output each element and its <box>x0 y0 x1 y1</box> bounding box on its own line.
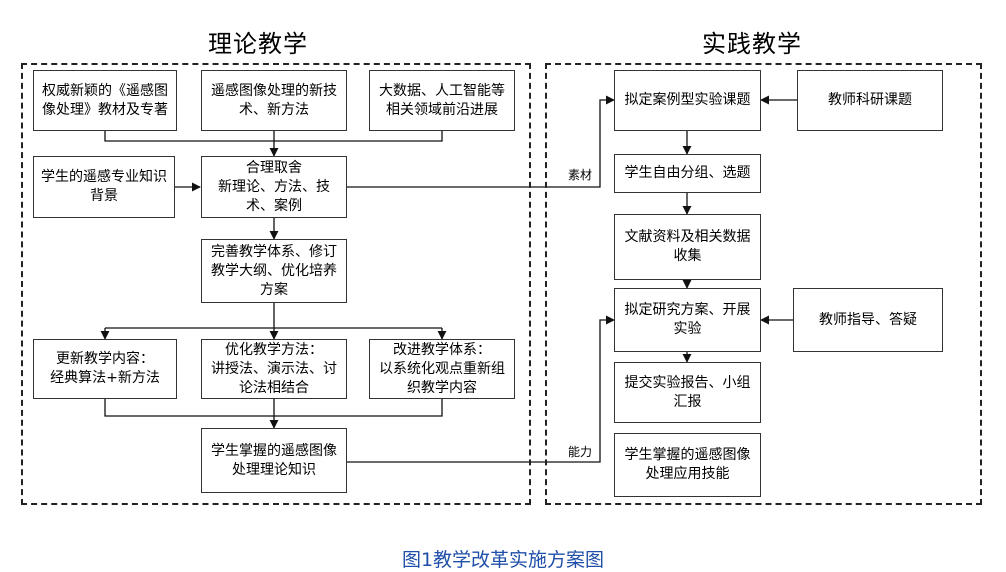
selection-line-2: 新理论、方法、技 <box>218 178 330 195</box>
merge-connector-bottom <box>104 399 443 428</box>
authoritative-textbooks-box: 权威新颖的《遥感图像处理》教材及专著 <box>33 70 177 131</box>
connector-material <box>347 95 615 188</box>
figure-caption: 图1教学改革实施方案图 <box>401 549 605 571</box>
improve-system-box: 完善教学体系、修订教学大纲、优化培养方案 <box>201 239 347 303</box>
update-content-line-1: 更新教学内容： <box>56 351 154 367</box>
optimize-methods-line-2: 讲授法、演示法、讨 <box>211 360 337 377</box>
connector-ability <box>347 315 615 463</box>
update-content-box: 更新教学内容： 经典算法+新方法 <box>33 339 177 399</box>
student-background-box: 学生的遥感专业知识背景 <box>33 156 175 218</box>
selection-box: 合理取舍 新理论、方法、技 术、案例 <box>201 156 347 218</box>
new-tech-methods-box: 遥感图像处理的新技术、新方法 <box>201 70 347 131</box>
theory-title: 理论教学 <box>208 30 308 58</box>
plan-experiment-box: 拟定研究方案、开展实验 <box>614 288 761 352</box>
material-label: 素材 <box>568 168 593 182</box>
optimize-methods-box: 优化教学方法： 讲授法、演示法、讨 论法相结合 <box>201 339 347 399</box>
improve-organization-line-2: 以系统化观点重新组 <box>379 360 505 377</box>
improve-organization-box: 改进教学体系： 以系统化观点重新组 织教学内容 <box>369 339 515 399</box>
frontier-progress-box: 大数据、人工智能等相关领域前沿进展 <box>369 70 515 131</box>
selection-line-3: 术、案例 <box>246 197 302 214</box>
improve-organization-line-1: 改进教学体系： <box>393 341 491 358</box>
teacher-guidance-box: 教师指导、答疑 <box>793 288 943 352</box>
ability-label: 能力 <box>568 445 593 459</box>
grouping-box: 学生自由分组、选题 <box>614 154 761 193</box>
update-content-line-2: 经典算法+新方法 <box>50 370 160 386</box>
theory-panel <box>21 63 531 505</box>
teacher-research-box: 教师科研课题 <box>797 70 943 131</box>
optimize-methods-line-1: 优化教学方法： <box>225 341 323 358</box>
report-box: 提交实验报告、小组汇报 <box>614 362 761 423</box>
optimize-methods-line-3: 论法相结合 <box>239 379 309 396</box>
practice-panel <box>545 63 982 505</box>
practice-title: 实践教学 <box>702 30 802 58</box>
improve-organization-line-3: 织教学内容 <box>407 379 477 396</box>
selection-line-1: 合理取舍 <box>246 159 302 176</box>
literature-box: 文献资料及相关数据收集 <box>614 214 761 280</box>
theory-knowledge-box: 学生掌握的遥感图像处理理论知识 <box>201 428 347 493</box>
case-topics-box: 拟定案例型实验课题 <box>614 70 761 131</box>
merge-connector-top <box>104 131 443 156</box>
application-skills-box: 学生掌握的遥感图像处理应用技能 <box>614 433 761 497</box>
